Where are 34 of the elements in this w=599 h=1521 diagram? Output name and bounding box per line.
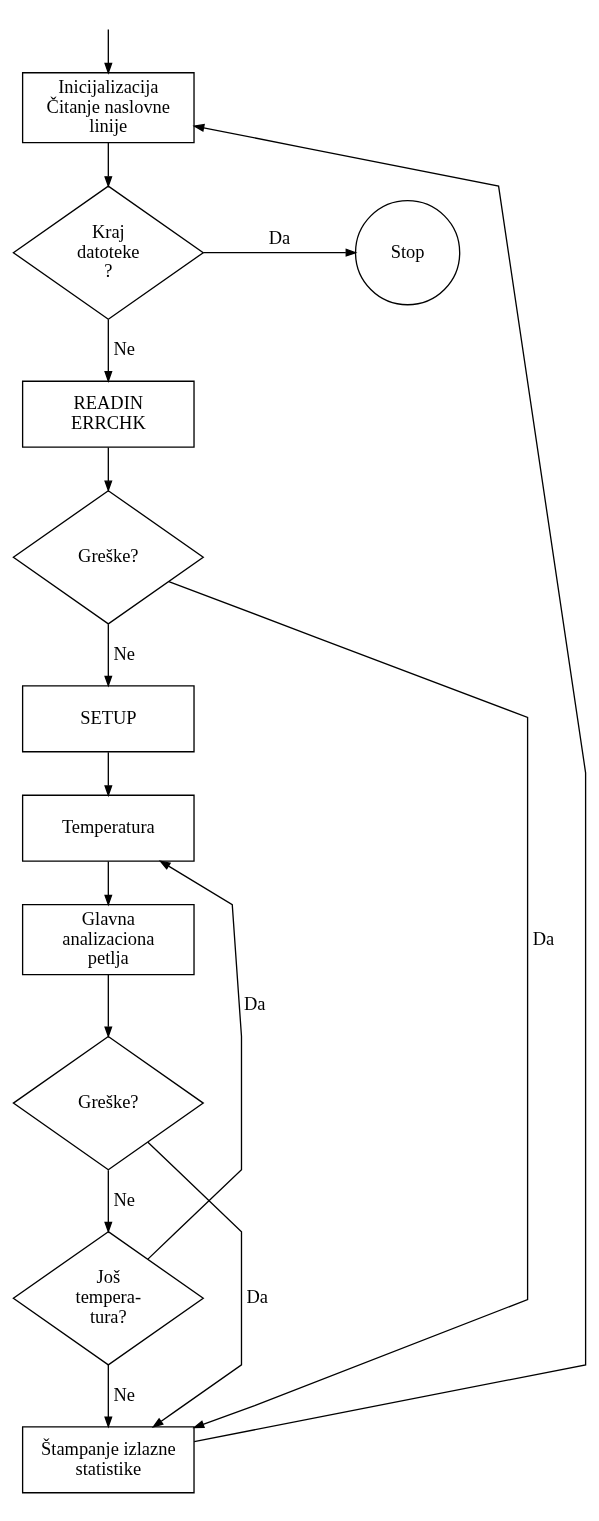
node-box: Štampanje izlazne statistike	[21, 1426, 195, 1494]
edge-label: Da	[268, 227, 291, 248]
arrow	[104, 446, 113, 493]
arrow	[104, 751, 113, 798]
node-circle: Stop	[354, 199, 461, 306]
edge-label: Ne	[113, 1384, 135, 1405]
edge-label: Ne	[113, 1189, 135, 1210]
node-box: Glavna analizaciona petlja	[21, 904, 195, 976]
arrow	[104, 142, 113, 189]
arrow	[104, 860, 113, 907]
node-box: SETUP	[21, 685, 195, 753]
arrow	[104, 318, 113, 383]
arrow	[202, 248, 358, 257]
node-diamond: Kraj datoteke ?	[12, 185, 205, 321]
arrow	[104, 623, 113, 688]
arrow	[104, 974, 113, 1039]
node-box: Temperatura	[21, 794, 195, 862]
edge-label: Da	[243, 994, 266, 1015]
node-diamond: Greške?	[12, 1035, 205, 1171]
node-diamond: Još tempera- tura?	[12, 1230, 205, 1366]
edge-label: Ne	[113, 643, 135, 664]
edge-label: Da	[246, 1287, 269, 1308]
edge-label: Da	[532, 928, 555, 949]
arrow	[192, 123, 587, 1443]
edge-label: Ne	[113, 339, 135, 360]
node-box: READIN ERRCHK	[21, 380, 195, 448]
arrow	[104, 1169, 113, 1234]
arrow	[147, 860, 243, 1260]
arrow	[104, 28, 113, 75]
node-diamond: Greške?	[12, 489, 205, 625]
node-box: Inicijalizacija Čitanje naslovne linije	[21, 72, 195, 144]
arrow	[168, 580, 529, 1429]
arrow	[104, 1364, 113, 1429]
arrow	[147, 1141, 243, 1428]
